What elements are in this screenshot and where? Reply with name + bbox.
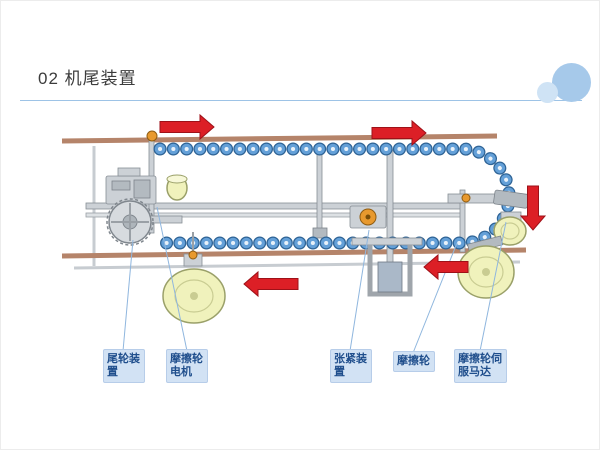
- callout-line-servo: [479, 221, 507, 352]
- tension-assembly: [349, 205, 387, 229]
- gear-teeth: [106, 198, 154, 246]
- servo-motor-rect: [493, 189, 530, 209]
- tension-roller-hub: [365, 214, 371, 220]
- servo-motor-body: [493, 189, 530, 209]
- chain-track-holes: [158, 147, 511, 245]
- callout-line-tail-wheel: [122, 239, 134, 352]
- callout-line-tension: [349, 229, 370, 352]
- label-tension-device: 张紧装置: [330, 349, 372, 383]
- friction-wheel-large-ring: [468, 256, 504, 288]
- rail-clamp-top-left: [146, 130, 158, 142]
- motor-detail-1: [111, 180, 131, 191]
- label-friction-wheel: 摩擦轮: [393, 351, 435, 372]
- post-2: [316, 149, 323, 237]
- decor-circle-small: [537, 82, 558, 103]
- center-bracket: [351, 237, 423, 297]
- hanging-box: [377, 261, 403, 293]
- guide-wheel-left-hub: [190, 292, 198, 300]
- flow-arrow-left-2-icon: [423, 253, 469, 281]
- decor-circle-large: [552, 63, 591, 102]
- small-block-center: [312, 227, 328, 239]
- bracket-top-bar: [351, 237, 423, 246]
- label-friction-wheel-motor: 摩擦轮电机: [166, 349, 208, 383]
- flow-arrow-left-1-icon: [243, 270, 299, 298]
- bracket-u-frame: [367, 245, 413, 297]
- tail-wheel-assembly: [105, 167, 188, 246]
- page-title: 02 机尾装置: [38, 69, 137, 88]
- post-4: [459, 189, 466, 253]
- motor-detail-2: [133, 179, 151, 199]
- friction-wheel-mid: [493, 216, 527, 246]
- friction-wheel-mid-ring: [500, 222, 520, 240]
- copper-rail-top: [61, 133, 498, 144]
- copper-rail-bottom: [61, 247, 527, 259]
- label-friction-wheel-servo-motor: 摩擦轮伺服马达: [454, 349, 507, 383]
- flow-arrow-down-icon: [519, 185, 547, 231]
- gear-arm: [149, 215, 183, 224]
- callout-line-friction-motor: [156, 206, 188, 352]
- friction-wheel-large-hub: [482, 268, 490, 276]
- flow-arrow-right-1-icon: [159, 113, 215, 141]
- wheel-clamp-left: [188, 250, 198, 260]
- title-divider: [20, 100, 582, 101]
- motor-cap: [117, 167, 141, 177]
- flow-arrows: [159, 113, 547, 298]
- frame-rails: [61, 130, 527, 291]
- friction-drive-assembly: [447, 189, 530, 299]
- yellow-roller-small-cap: [166, 174, 188, 184]
- flow-arrow-right-2-icon: [371, 119, 427, 147]
- guide-wheel-left-ring: [174, 279, 214, 313]
- label-tail-wheel-device: 尾轮装置: [103, 349, 145, 383]
- drive-clamp-right: [461, 193, 471, 203]
